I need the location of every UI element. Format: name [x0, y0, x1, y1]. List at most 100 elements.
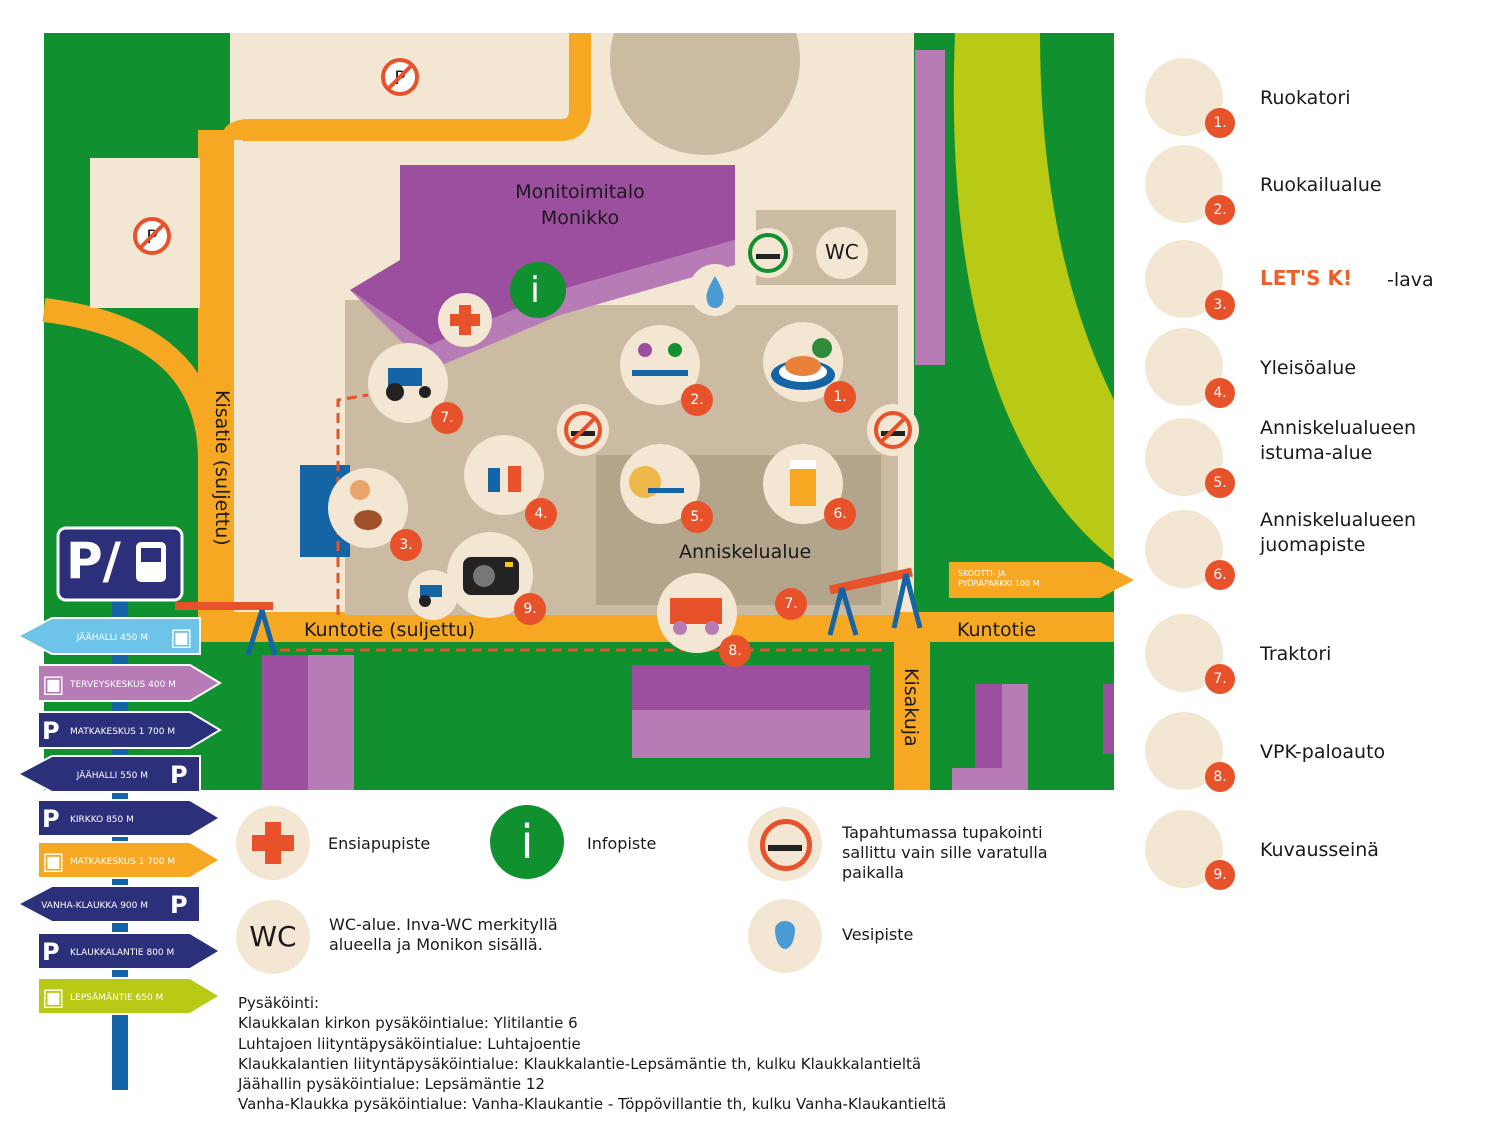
legend-number: 9. [1205, 860, 1235, 890]
audience-area-icon [464, 435, 544, 515]
legend-label: Kuvausseinä [1260, 839, 1379, 861]
bus-icon: ▣ [42, 847, 65, 875]
parking-bus-sign-letters: P/ [66, 532, 121, 590]
legend-item: 1. Ruokatori [1145, 58, 1485, 138]
wc-icon: WC [236, 900, 310, 974]
smoking-label: Tapahtumassa tupakointi sallittu vain si… [842, 823, 1048, 882]
parking-icon: P [170, 891, 188, 919]
legend-number: 4. [1205, 378, 1235, 408]
barrier-east [829, 567, 913, 595]
scooter-parking-sign [949, 562, 1134, 598]
road-kisatie [198, 130, 234, 620]
direction-sign-text: KLAUKKALANTIE 800 M [70, 948, 174, 958]
building-south [632, 665, 870, 710]
brand-logo-lets-k: LET'S K! [1260, 266, 1353, 290]
map-marker: 3. [390, 529, 422, 561]
bus-icon: ▣ [42, 670, 65, 698]
building-east [915, 50, 945, 365]
area-anniskelu-label: Anniskelualue [679, 541, 812, 563]
water-label: Vesipiste [842, 925, 914, 944]
direction-sign: ▣TERVEYSKESKUS 400 M [37, 664, 222, 702]
parking-line: Klaukkalantien liityntäpysäköintialue: K… [238, 1054, 922, 1073]
no-smoking-icon [867, 404, 919, 456]
road-kuntotie-label: Kuntotie [957, 619, 1037, 641]
map-marker: 4. [525, 498, 557, 530]
direction-sign: ▣ MATKAKESKUS 1 700 M [37, 841, 222, 879]
legend-item: 4. Yleisöalue [1145, 328, 1485, 408]
building-name-line2: Monikko [540, 206, 620, 229]
first-aid-icon [438, 293, 492, 347]
photo-wall-icon [447, 532, 533, 618]
direction-sign: P VANHA-KLAUKKA 900 M [15, 885, 201, 923]
direction-sign-text: LEPSÄMÄNTIE 650 M [70, 992, 163, 1003]
legend-label: Anniskelualueen juomapiste [1260, 509, 1416, 556]
info-letter: i [530, 270, 541, 311]
lime-field [953, 33, 1114, 560]
legend-label: Ruokailualue [1260, 174, 1382, 196]
building-name-line1: Monitoimitalo [515, 181, 645, 203]
dining-area-icon [620, 325, 700, 405]
beer-icon [763, 444, 843, 524]
road-kuntotie-closed-label: Kuntotie (suljettu) [304, 619, 476, 641]
direction-sign-text: KIRKKO 850 M [70, 815, 134, 825]
direction-sign-text: MATKAKESKUS 1 700 M [70, 727, 175, 737]
road-kisakuja [894, 640, 930, 790]
legend-item: 5.Anniskelualueen istuma-alue [1145, 417, 1485, 498]
smoking-allowed-icon [743, 228, 793, 278]
water-icon [748, 899, 822, 973]
direction-sign: ▣ LEPSÄMÄNTIE 650 M [37, 977, 222, 1015]
fire-truck-icon [657, 573, 737, 653]
building-label: Monitoimitalo Monikko [515, 180, 645, 231]
map-marker: 1. [824, 381, 856, 413]
legend-label: Yleisöalue [1260, 357, 1357, 379]
no-parking-icon: P [133, 217, 171, 255]
legend-number: 2. [1205, 195, 1235, 225]
building-monikko [350, 165, 735, 345]
direction-sign: P KLAUKKALANTIE 800 M [37, 932, 222, 970]
map-marker: 6. [824, 498, 856, 530]
barrier-west [175, 602, 273, 610]
first-aid-icon [236, 806, 310, 880]
road-north [221, 33, 591, 143]
direction-sign: P KIRKKO 850 M [37, 799, 222, 837]
legend-number: 1. [1205, 108, 1235, 138]
map-marker: 7. [775, 588, 807, 620]
bus-icon [136, 542, 166, 582]
parking-line: Luhtajoen liityntäpysäköintialue: Luhtaj… [238, 1034, 581, 1053]
wc-label: WC [825, 240, 859, 264]
legend-label: Traktori [1260, 643, 1332, 665]
legend-label: Ruokatori [1260, 87, 1351, 109]
parking-line: Jäähallin pysäköintialue: Lepsämäntie 12 [238, 1075, 545, 1093]
direction-sign-text: JÄÄHALLI 450 M [76, 632, 148, 643]
road-kisakuja-label: Kisakuja [900, 668, 922, 747]
map-marker: 8. [719, 635, 751, 667]
legend-item: 3.LET'S K!-lava [1145, 240, 1485, 320]
bus-icon: ▣ [42, 983, 65, 1011]
map-marker: 2. [681, 384, 713, 416]
map-marker: 5. [681, 501, 713, 533]
no-smoking-icon [748, 807, 822, 881]
legend-item: 6.Anniskelualueen juomapiste [1145, 509, 1485, 590]
wc-label: WC-alue. Inva-WC merkityllä alueella ja … [329, 915, 558, 954]
legend-item: 2. Ruokailualue [1145, 145, 1485, 225]
map-marker: 9. [514, 593, 546, 625]
tractor-icon [368, 343, 448, 423]
no-parking-icon: P [381, 58, 419, 96]
musician-icon [328, 468, 408, 548]
legend-label: VPK-paloauto [1260, 741, 1386, 763]
road-kisatie-label: Kisatie (suljettu) [211, 390, 233, 546]
seating-area-icon [620, 444, 700, 524]
parking-icon: P [42, 805, 60, 833]
legend-item: 8.VPK-paloauto [1145, 712, 1485, 792]
wc-icon [816, 227, 868, 279]
parking-icon: P [42, 938, 60, 966]
direction-sign-text: MATKAKESKUS 1 700 M [70, 857, 175, 867]
bus-icon: ▣ [170, 623, 193, 651]
round-field [610, 0, 800, 155]
direction-sign-text: VANHA-KLAUKKA 900 M [41, 901, 148, 911]
info-label: Infopiste [587, 834, 657, 853]
legend-number: 5. [1205, 468, 1235, 498]
parking-icon: P [170, 761, 188, 789]
